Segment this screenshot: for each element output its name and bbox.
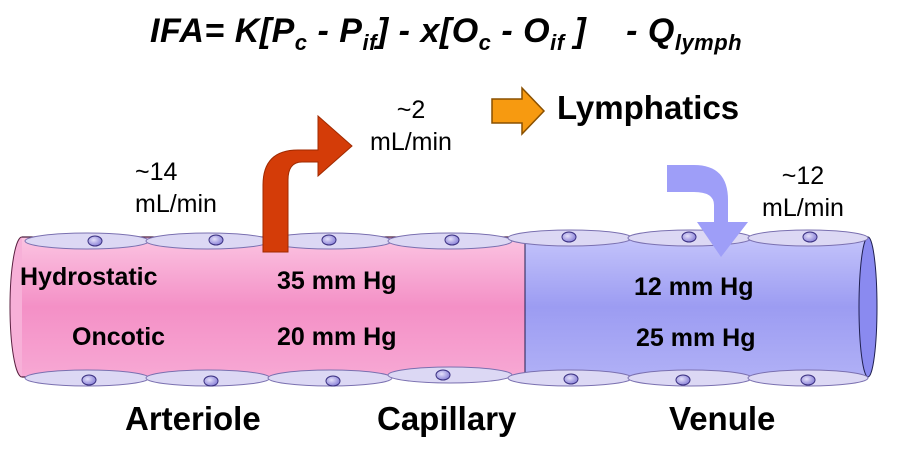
nucleus — [675, 374, 691, 386]
arterial-segment — [9, 236, 525, 378]
oncotic-label: Oncotic — [72, 323, 166, 351]
endothelial-cells-bottom — [24, 366, 869, 387]
arterial-hydrostatic-pressure: 35 mm Hg — [277, 267, 397, 295]
venous-oncotic-pressure: 25 mm Hg — [636, 324, 756, 352]
arteriole-flow-tilde: ~14 — [135, 158, 178, 186]
nucleus — [81, 374, 97, 386]
arteriole-flow: ~14 mL/min — [135, 156, 217, 220]
venous-segment — [524, 236, 878, 378]
nucleus — [203, 375, 219, 387]
lymph-flow-tilde: ~2 — [396, 96, 426, 124]
nucleus — [444, 234, 460, 246]
nucleus — [435, 369, 451, 381]
nucleus — [681, 231, 697, 243]
hydrostatic-label: Hydrostatic — [20, 263, 158, 291]
lymphatics-label: Lymphatics — [557, 89, 740, 126]
lymph-flow-unit: mL/min — [370, 128, 452, 156]
nucleus — [325, 375, 341, 387]
venule-flow-unit: mL/min — [762, 194, 844, 222]
lymph-flow: ~2 mL/min — [370, 94, 452, 158]
arterial-oncotic-pressure: 20 mm Hg — [277, 323, 397, 351]
nucleus — [563, 373, 579, 385]
nucleus — [802, 231, 818, 243]
nucleus — [208, 234, 224, 246]
endothelial-cell — [24, 232, 150, 250]
lymph-arrow-icon — [491, 86, 546, 136]
ifa-equation: IFA= K[Pc - Pif] - x[Oc - Oif ] - Qlymph — [150, 12, 743, 55]
venous-hydrostatic-pressure: 12 mm Hg — [634, 273, 754, 301]
filtration-arrow-icon — [262, 114, 353, 253]
nucleus — [321, 234, 337, 246]
capillary-label: Capillary — [377, 400, 517, 437]
nucleus — [800, 374, 816, 386]
venule-flow-tilde: ~12 — [781, 162, 825, 190]
venule-label: Venule — [669, 400, 776, 437]
arteriole-label: Arteriole — [125, 400, 261, 437]
reabsorption-arrow-icon — [667, 165, 748, 257]
arteriole-flow-unit: mL/min — [135, 190, 217, 218]
venule-flow: ~12 mL/min — [762, 160, 844, 224]
nucleus — [561, 231, 577, 243]
nucleus — [87, 235, 103, 247]
endothelial-cell — [145, 232, 271, 250]
